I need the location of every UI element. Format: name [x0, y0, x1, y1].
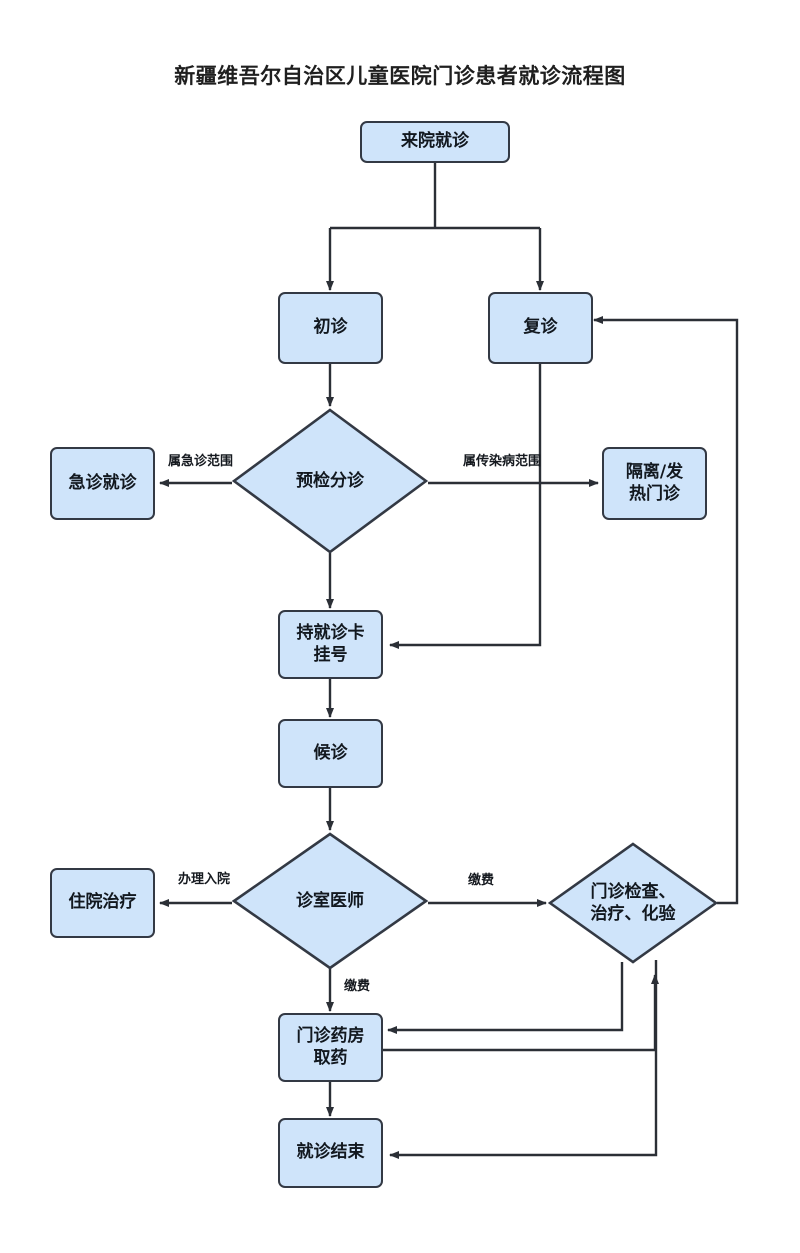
node-isolation[interactable]: 隔离/发 热门诊 — [602, 447, 707, 520]
node-waiting-label: 候诊 — [313, 742, 348, 763]
node-return-visit-label: 复诊 — [523, 317, 558, 338]
edge-exam-to-return-visit — [593, 316, 739, 905]
node-exam-label-block: 门诊检查、 治疗、化验 — [591, 881, 676, 925]
edge-label-to-isolation: 属传染病范围 — [463, 454, 542, 469]
node-finish-label: 就诊结束 — [296, 1142, 365, 1163]
node-exam-label-line1: 门诊检查、 — [590, 881, 676, 902]
edge-label-to-emergency: 属急诊范围 — [168, 454, 234, 469]
doctor-diamond-shape — [232, 832, 428, 970]
node-inpatient[interactable]: 住院治疗 — [50, 868, 155, 938]
node-register[interactable]: 持就诊卡 挂号 — [278, 610, 383, 679]
node-exam-label-line2: 治疗、化验 — [590, 904, 676, 924]
node-isolation-label-line2: 热门诊 — [629, 483, 680, 504]
triage-diamond-shape — [232, 408, 428, 554]
node-pharmacy[interactable]: 门诊药房 取药 — [278, 1013, 383, 1082]
edge-label-doctor-to-exam: 缴费 — [468, 873, 495, 888]
node-pharmacy-label-line2: 取药 — [313, 1047, 348, 1068]
node-register-label-line2: 挂号 — [313, 644, 348, 665]
node-emergency[interactable]: 急诊就诊 — [50, 447, 155, 520]
node-emergency-label: 急诊就诊 — [68, 472, 137, 493]
node-arrive-label: 来院就诊 — [401, 131, 469, 152]
node-triage-label: 预检分诊 — [296, 470, 364, 491]
node-isolation-label-line1: 隔离/发 — [625, 462, 684, 483]
node-inpatient-label: 住院治疗 — [68, 892, 137, 913]
node-return-visit[interactable]: 复诊 — [488, 292, 593, 364]
node-first-visit-label: 初诊 — [313, 317, 348, 338]
edge-exam-to-finish — [389, 960, 658, 1159]
node-doctor[interactable]: 诊室医师 — [232, 832, 428, 970]
edge-pharmacy-to-exam — [383, 974, 659, 1052]
node-register-label-line1: 持就诊卡 — [296, 623, 365, 644]
edge-label-doctor-to-pharmacy: 缴费 — [344, 979, 371, 994]
node-exam[interactable]: 门诊检查、 治疗、化验 — [548, 842, 718, 964]
node-arrive[interactable]: 来院就诊 — [360, 121, 510, 163]
node-first-visit[interactable]: 初诊 — [278, 292, 383, 364]
edge-label-to-inpatient: 办理入院 — [178, 872, 231, 887]
node-triage[interactable]: 预检分诊 — [232, 408, 428, 554]
node-doctor-label: 诊室医师 — [296, 890, 364, 911]
node-pharmacy-label-line1: 门诊药房 — [296, 1026, 365, 1047]
exam-diamond-shape — [548, 842, 718, 964]
edge-exam-to-pharmacy — [387, 962, 624, 1034]
node-waiting[interactable]: 候诊 — [278, 719, 383, 788]
page-title: 新疆维吾尔自治区儿童医院门诊患者就诊流程图 — [174, 64, 626, 88]
node-finish[interactable]: 就诊结束 — [278, 1118, 383, 1188]
